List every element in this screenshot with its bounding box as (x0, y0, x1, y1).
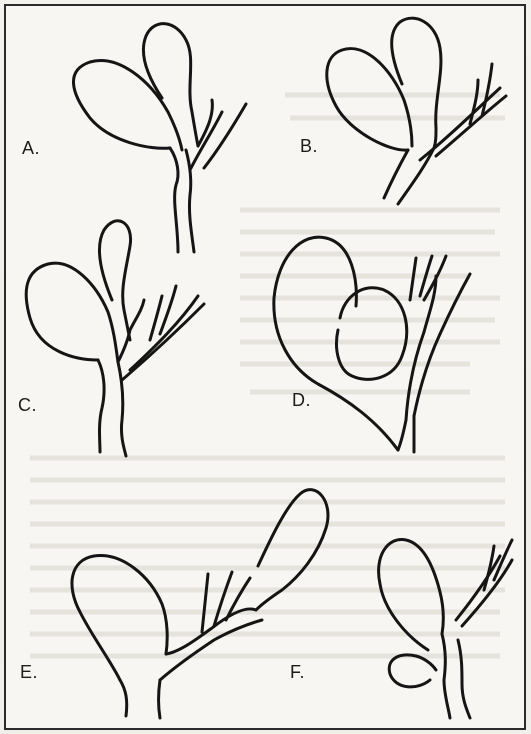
panel-c-drawing (26, 221, 204, 456)
panel-label-a: A. (22, 138, 40, 159)
panel-b-drawing (327, 18, 506, 204)
panel-a-drawing (73, 24, 246, 252)
panel-d-drawing (274, 237, 470, 452)
panel-label-e: E. (20, 662, 38, 683)
panel-label-c: C. (18, 395, 37, 416)
panel-label-f: F. (290, 662, 305, 683)
panel-label-d: D. (292, 390, 311, 411)
panel-f-drawing (379, 539, 512, 718)
panel-e-drawing (72, 490, 328, 718)
panel-label-b: B. (300, 136, 318, 157)
